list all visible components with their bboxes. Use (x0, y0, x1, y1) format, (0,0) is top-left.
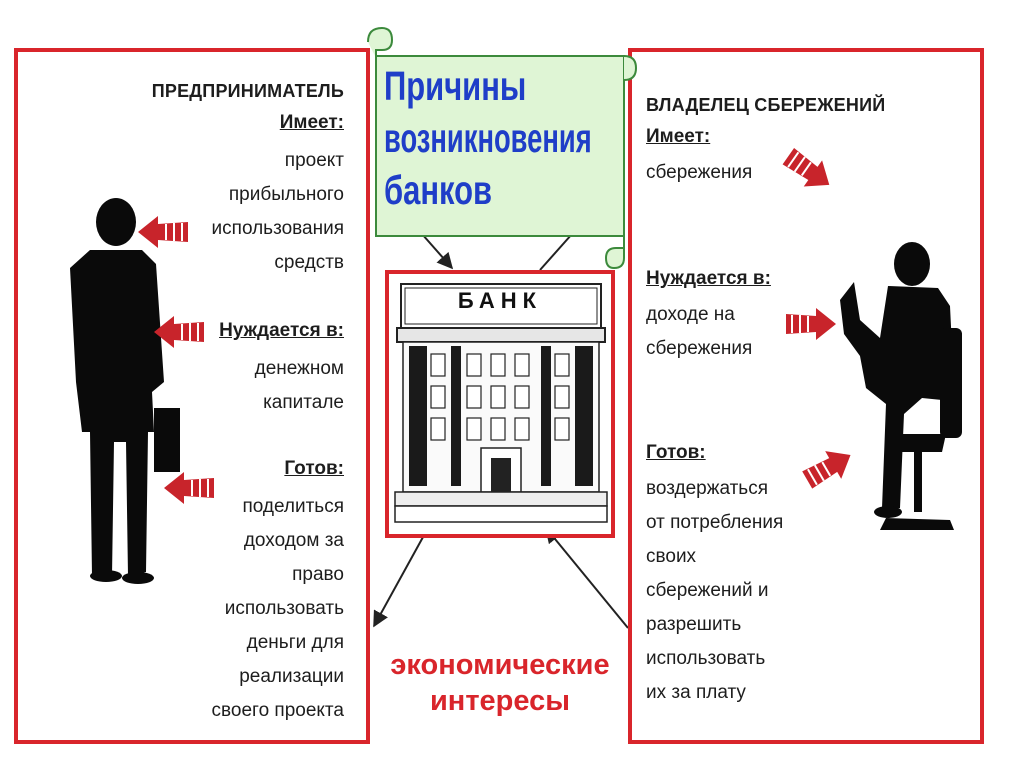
arrow-right-panel-to-bank (546, 528, 628, 628)
entrepreneur-has-line: прибыльного (229, 178, 344, 212)
entrepreneur-needs-line: капитале (263, 386, 344, 420)
saver-ready-line: сбережений и (646, 574, 769, 608)
bank-building-icon (395, 282, 607, 530)
interests-line: экономические (372, 647, 628, 683)
entrepreneur-has-line: средств (274, 246, 344, 280)
entrepreneur-ready-line: право (292, 558, 344, 592)
red-arrow-icon (784, 306, 836, 342)
red-arrow-icon (164, 470, 216, 506)
red-arrow-icon (154, 314, 206, 350)
title-line: возникновения (384, 114, 592, 163)
entrepreneur-ready-line: деньги для (247, 626, 344, 660)
economic-interests-label: экономические интересы (372, 647, 628, 719)
saver-needs-label: Нуждается в: (646, 262, 771, 296)
saver-ready-line: своих (646, 540, 696, 574)
entrepreneur-ready-line: доходом за (244, 524, 344, 558)
entrepreneur-needs-line: денежном (255, 352, 344, 386)
saver-has-line: сбережения (646, 156, 752, 190)
red-arrow-icon (776, 140, 839, 199)
entrepreneur-ready-line: поделиться (242, 490, 344, 524)
saver-ready-line: воздержаться (646, 472, 768, 506)
saver-has-label: Имеет: (646, 120, 710, 154)
entrepreneur-ready-line: своего проекта (212, 694, 344, 728)
entrepreneur-has-line: использования (212, 212, 344, 246)
saver-ready-label: Готов: (646, 436, 706, 470)
saver-panel: ВЛАДЕЛЕЦ СБЕРЕЖЕНИЙ Имеет: сбережения Ну… (628, 48, 984, 744)
entrepreneur-has-label: Имеет: (280, 106, 344, 140)
entrepreneur-ready-label: Готов: (284, 452, 344, 486)
bank-frame: БАНК (385, 270, 615, 538)
saver-ready-line: разрешить (646, 608, 741, 642)
title-scroll: Причины возникновения банков (362, 22, 640, 272)
saver-silhouette-icon (830, 238, 966, 548)
title-line: Причины (384, 62, 526, 111)
entrepreneur-silhouette-icon (56, 192, 176, 582)
arrow-bank-to-left-panel (374, 528, 428, 626)
saver-needs-line: сбережения (646, 332, 752, 366)
entrepreneur-has-line: проект (285, 144, 344, 178)
interests-line: интересы (372, 683, 628, 719)
entrepreneur-needs-label: Нуждается в: (219, 314, 344, 348)
saver-ready-line: использовать (646, 642, 765, 676)
red-arrow-icon (138, 214, 190, 250)
entrepreneur-heading: ПРЕДПРИНИМАТЕЛЬ (152, 74, 344, 108)
saver-needs-line: доходе на (646, 298, 735, 332)
saver-heading: ВЛАДЕЛЕЦ СБЕРЕЖЕНИЙ (646, 88, 885, 122)
bank-sign: БАНК (389, 288, 611, 314)
title-line: банков (384, 166, 492, 215)
entrepreneur-ready-line: реализации (239, 660, 344, 694)
saver-ready-line: их за плату (646, 676, 746, 710)
saver-ready-line: от потребления (646, 506, 783, 540)
entrepreneur-panel: ПРЕДПРИНИМАТЕЛЬ Имеет: проект прибыльног… (14, 48, 370, 744)
entrepreneur-ready-line: использовать (225, 592, 344, 626)
